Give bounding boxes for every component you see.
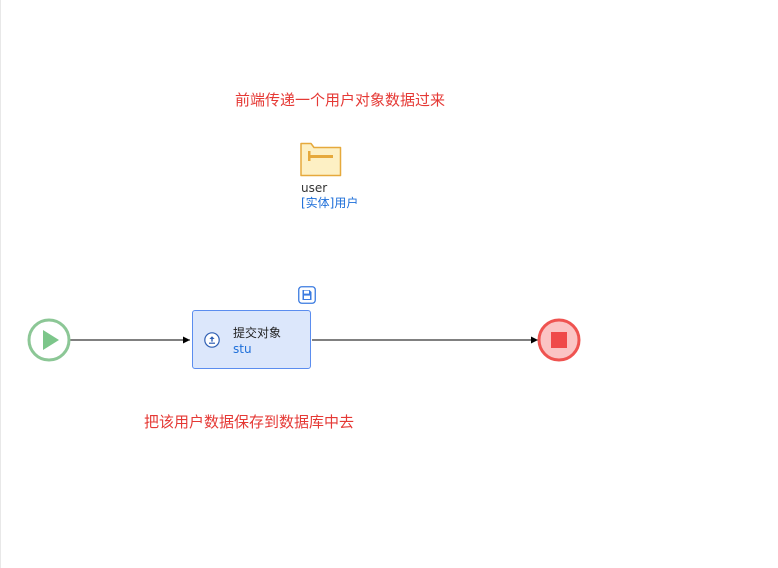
variable-type: [实体]用户 (301, 196, 359, 210)
task-node-submit-object[interactable]: 提交对象 stu (192, 310, 311, 369)
stop-icon (551, 332, 567, 348)
folder-icon[interactable] (300, 142, 342, 177)
annotation-note-top[interactable]: 前端传递一个用户对象数据过来 (235, 91, 446, 109)
canvas-left-border (0, 0, 1, 568)
upload-icon (204, 332, 220, 348)
task-title: 提交对象 (233, 326, 282, 340)
save-icon[interactable] (298, 286, 316, 304)
play-icon (43, 330, 59, 350)
task-variable: stu (233, 342, 252, 356)
start-event[interactable] (27, 318, 71, 362)
end-event[interactable] (537, 318, 581, 362)
variable-name: user (301, 181, 328, 195)
annotation-note-bottom[interactable]: 把该用户数据保存到数据库中去 (144, 413, 355, 431)
